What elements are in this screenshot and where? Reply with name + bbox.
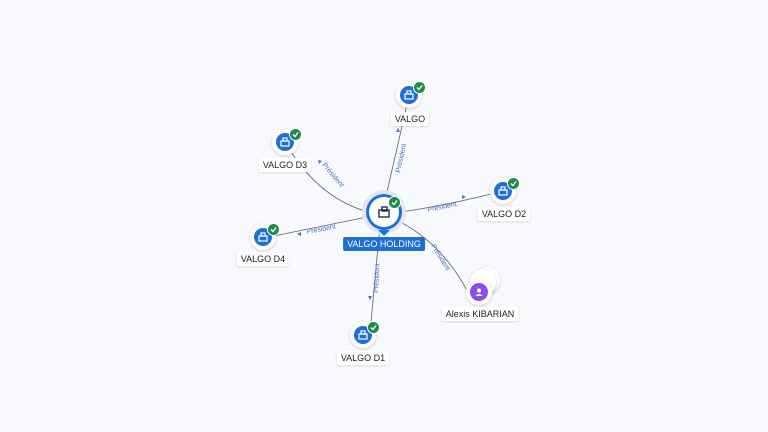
check-icon <box>267 223 280 236</box>
edge-label-valgo-d4: Président <box>306 223 336 236</box>
arrow-valgo-d4 <box>297 232 301 236</box>
node-label-valgo-d4[interactable]: VALGO D4 <box>236 252 290 266</box>
check-icon <box>413 81 426 94</box>
pin-tip <box>378 230 390 236</box>
check-icon <box>289 128 302 141</box>
arrowheads <box>297 128 466 300</box>
check-icon <box>388 196 401 209</box>
node-label-alexis[interactable]: Alexis KIBARIAN <box>441 307 519 321</box>
edge-valgo-d4[interactable] <box>263 215 373 239</box>
edge-label-valgo-d1: Président <box>373 263 382 293</box>
arrow-valgo-d2 <box>462 195 466 199</box>
node-label-valgo-d3[interactable]: VALGO D3 <box>258 158 312 172</box>
arrow-valgo-d1 <box>368 296 372 300</box>
edge-label-alexis: Président <box>429 243 451 272</box>
node-label-valgo-d2[interactable]: VALGO D2 <box>477 207 531 221</box>
check-icon <box>507 177 520 190</box>
edge-alexis[interactable] <box>393 218 469 293</box>
node-label-valgo[interactable]: VALGO <box>390 112 430 126</box>
edge-valgo-d3[interactable] <box>287 146 373 214</box>
check-icon <box>367 321 380 334</box>
node-label-valgo-d1[interactable]: VALGO D1 <box>336 351 390 365</box>
edge-label-valgo-d3: Président <box>320 162 344 189</box>
user-icon <box>470 283 488 301</box>
edge-label-valgo-d2: Président <box>427 201 457 214</box>
arrow-valgo-d3 <box>318 160 322 164</box>
center-node-label[interactable]: VALGO HOLDING <box>343 237 425 251</box>
arrow-valgo <box>396 128 400 132</box>
